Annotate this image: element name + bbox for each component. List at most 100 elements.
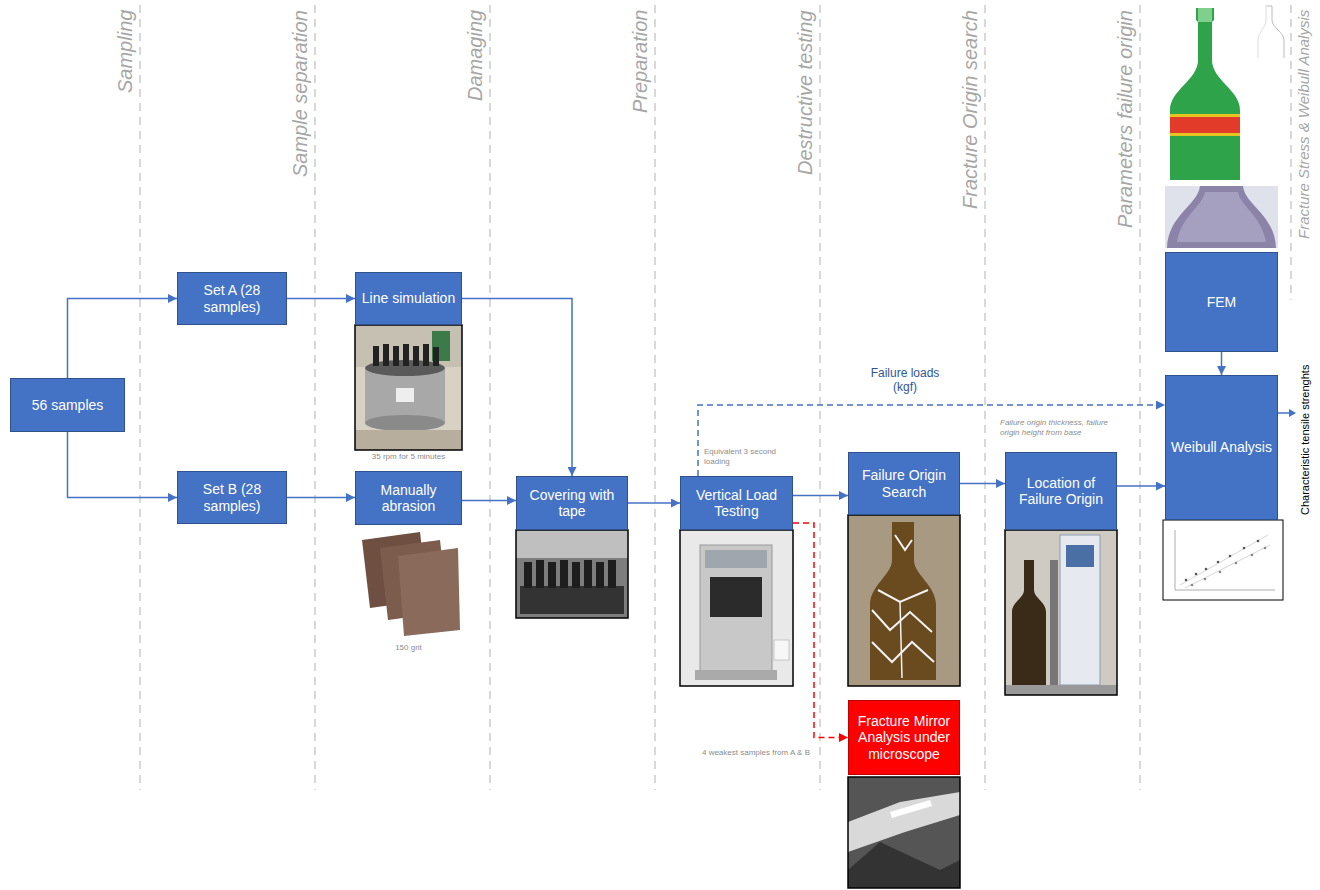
process-box: Line simulation [355, 272, 462, 325]
column-header: Damaging [464, 10, 487, 101]
output-arrow [1289, 409, 1296, 417]
broken-bottle-photo [878, 590, 928, 602]
load-tester-photo [774, 640, 789, 660]
flow-arrow [68, 432, 178, 498]
fem-bottle-model [1170, 117, 1240, 133]
broken-bottle-photo [872, 642, 934, 662]
load-tester-photo [695, 670, 777, 680]
column-divider [984, 5, 985, 790]
flow-arrow [793, 495, 848, 497]
broken-bottle-photo [895, 535, 912, 550]
column-header: Parameters failure origin [1114, 10, 1137, 228]
sandpaper-photo [355, 527, 462, 640]
weibull-plot-picture [1191, 584, 1194, 587]
note: Failure origin thickness, failure origin… [1000, 418, 1128, 438]
weibull-plot-picture [1185, 545, 1270, 588]
node-label: Location of Failure Origin [1010, 475, 1112, 507]
taped-bottles-photo [520, 586, 624, 614]
output-arrow [1278, 409, 1296, 417]
height-gauge-photo [1005, 530, 1117, 695]
weibull-plot-picture [1185, 579, 1188, 582]
fem-mesh-render [1177, 192, 1266, 242]
process-box: Covering with tape [516, 476, 628, 530]
fem-bottle-model [1170, 8, 1240, 180]
node-label: Set B (28 samples) [182, 481, 282, 513]
line-simulator-photo [355, 325, 462, 450]
node-label: Covering with tape [521, 487, 623, 519]
taped-bottles-photo [524, 562, 532, 588]
height-gauge-photo [1066, 545, 1094, 567]
flow-arrow [1117, 485, 1165, 487]
taped-bottles-photo [572, 562, 580, 588]
line-simulator-photo [423, 344, 429, 366]
fem-bottle-model [1198, 8, 1212, 22]
process-box: Manually abrasion [355, 471, 462, 525]
line-simulator-photo [413, 346, 419, 366]
line-simulator-photo [433, 347, 439, 366]
broken-bottle-photo [848, 515, 960, 686]
flow-arrow [793, 523, 848, 738]
taped-bottles-photo [516, 530, 628, 618]
fracture-mirror-photo [848, 777, 960, 888]
taped-bottles-photo [516, 530, 628, 558]
process-box: FEM [1165, 252, 1278, 352]
weibull-plot-picture [1229, 555, 1232, 558]
fem-mesh-render [1165, 186, 1278, 248]
line-simulator-photo [355, 325, 462, 367]
line-simulator-photo [365, 415, 445, 431]
line-simulator-photo [355, 325, 462, 450]
column-divider [139, 5, 140, 790]
flow-arrow [1221, 352, 1223, 375]
height-gauge-photo [1005, 530, 1117, 695]
broken-bottle-photo [848, 515, 960, 686]
line-simulator-photo [396, 388, 414, 402]
load-tester-photo [705, 550, 767, 568]
fracture-mirror-photo [848, 777, 960, 888]
fem-mesh-render [1165, 186, 1278, 248]
broken-bottle-photo [848, 515, 960, 686]
photo-caption: 150 grit [355, 643, 462, 653]
load-tester-photo [680, 530, 793, 686]
weibull-plot-picture [1205, 568, 1208, 571]
analysis-box: Fracture Mirror Analysis under microscop… [848, 700, 960, 775]
node-label: Set A (28 samples) [182, 282, 282, 314]
weibull-plot-picture [1217, 561, 1220, 564]
process-box: Set B (28 samples) [177, 471, 287, 524]
node-label: FEM [1207, 294, 1237, 310]
taped-bottles-photo [596, 562, 604, 588]
column-divider [654, 5, 655, 790]
column-divider [1139, 5, 1140, 790]
taped-bottles-photo [536, 560, 544, 588]
weibull-plot-picture [1257, 540, 1260, 543]
fem-bottle-model [1170, 114, 1240, 117]
process-box: 56 samples [10, 378, 125, 432]
weibull-plot-picture [1204, 578, 1207, 581]
line-simulator-photo [355, 325, 462, 450]
process-box: Location of Failure Origin [1005, 452, 1117, 530]
weibull-plot-picture [1195, 573, 1198, 576]
process-box: Vertical Load Testing [680, 476, 793, 530]
sandpaper-photo [398, 548, 460, 636]
node-label: Manually abrasion [360, 482, 457, 514]
column-divider [489, 5, 490, 790]
weibull-plot-picture [1243, 547, 1246, 550]
node-label: Line simulation [362, 290, 455, 306]
fracture-mirror-photo [890, 800, 932, 818]
height-gauge-photo [1012, 560, 1046, 685]
line-simulator-photo [393, 346, 399, 366]
fracture-mirror-photo [848, 842, 960, 888]
height-gauge-photo [1005, 685, 1117, 695]
photo-caption: 35 rpm for 5 minutes [355, 452, 462, 462]
fem-bottle-outline [1266, 6, 1284, 58]
node-label: Failure Origin Search [853, 467, 955, 499]
fem-bottle-outline [1258, 6, 1284, 58]
node-label: 56 samples [32, 397, 104, 413]
sandpaper-photo [355, 527, 462, 640]
fracture-mirror-photo [848, 777, 960, 888]
load-tester-photo [680, 530, 793, 686]
column-divider [1290, 5, 1291, 300]
taped-bottles-photo [584, 560, 592, 588]
taped-bottles-photo [516, 530, 628, 618]
weibull-plot-picture [1219, 571, 1222, 574]
